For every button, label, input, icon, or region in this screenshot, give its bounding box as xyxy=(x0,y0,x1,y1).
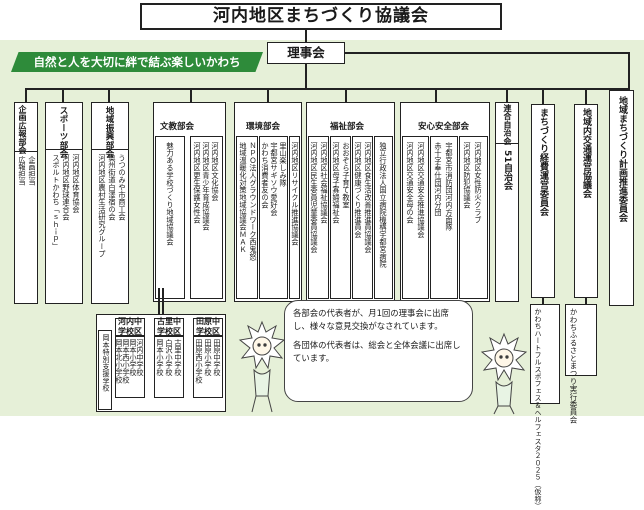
mascot-left-icon xyxy=(238,320,286,413)
member-text: 河内地区野球連合会 xyxy=(62,154,71,221)
member-text: 河内地区社会福祉協議会 xyxy=(320,142,329,224)
school-text: 田原西小学校 xyxy=(195,339,204,384)
connector-right-drop xyxy=(628,52,630,90)
member-text: 企画担当 xyxy=(28,156,37,186)
member-text: おおぞら子育て教室 xyxy=(342,142,351,209)
school-text: 岡本北小学校 xyxy=(115,339,124,384)
member-text: 広報担当 xyxy=(18,156,27,186)
member-text: 51自治会 xyxy=(502,150,512,191)
school-header: 田原中学校区 xyxy=(193,317,223,336)
member-text: 河内地区防犯協議会 xyxy=(463,142,472,209)
committee-sub: かわちハートフルスポフェス＆ヘルフェスタ２０２５（仮称） xyxy=(533,308,542,510)
page-title: 河内地区まちづくり協議会 xyxy=(140,3,502,30)
member-text: 河内地区体育協会 xyxy=(72,154,81,214)
member-text: 河内地区農村生活研究グループ xyxy=(98,154,107,258)
connector-board-main xyxy=(305,64,307,88)
connector-title-board xyxy=(305,29,307,42)
special-school-box xyxy=(98,330,112,410)
member-text: 独立行政法人国立病院機構宇都宮病院 xyxy=(379,142,388,268)
member-text: 河内地区母子寡婦福祉会 xyxy=(332,142,341,224)
column-header-text: スポーツ部会 xyxy=(58,106,68,159)
committee-header: まちづくり経費運営委員会 xyxy=(538,108,548,216)
group-header: 福祉部会 xyxy=(330,122,365,132)
group-header: 文教部会 xyxy=(160,122,195,132)
member-text: 里山楽しみ隊 xyxy=(279,142,288,187)
committee-header: 地域まちづくり計画推進委員会 xyxy=(617,96,627,222)
column-header-text: 地域振興部会 xyxy=(104,106,114,159)
school-text: 白沢小学校 xyxy=(165,339,174,376)
member-text: かわち消費者友の会 xyxy=(261,142,270,209)
member-text: 奥州街道白澤宿の会 xyxy=(108,154,117,221)
member-text: 河内地区リサイクル推進協議会 xyxy=(291,142,300,246)
slogan-ribbon: 自然と人を大切に絆で結ぶ楽しいかわち xyxy=(11,52,263,72)
member-text: 宇都宮市消防団河内方面隊 xyxy=(445,142,454,231)
school-header: 河内中学校区 xyxy=(115,317,145,336)
school-text: 岡本西小学校 xyxy=(122,339,131,384)
school-text: 古里中学校 xyxy=(174,339,183,376)
member-text: 河内地区青少年育成協議会 xyxy=(202,142,211,231)
school-text: 河内中学校 xyxy=(136,339,145,376)
committee-sub: かわちふるさとまつり実行委員会 xyxy=(569,308,578,424)
school-text: 岡本小学校 xyxy=(156,339,165,376)
school-text: 田原小学校 xyxy=(204,339,213,376)
group-header: 環境部会 xyxy=(246,122,281,132)
committee-header: 地域内交通運営協議会 xyxy=(581,108,591,198)
school-header: 古里中学校区 xyxy=(154,317,184,336)
mascot-right-icon xyxy=(480,332,528,415)
special-school-text: 岡本特別支援学校 xyxy=(102,334,110,392)
column-header-text: 連合自治会 xyxy=(503,104,512,145)
member-text: 河内地区更生保護女性会 xyxy=(193,142,202,224)
info-bubble: 各部会の代表者が、月1回の理事会に出席し、様々な意見交換がなされています。 各団… xyxy=(284,300,473,402)
member-text: 魅力ある学校づくり地域協議会 xyxy=(166,142,175,246)
member-text: うつのみや市商工会 xyxy=(118,154,127,221)
member-text: 河内地区交通安全母の会 xyxy=(406,142,415,224)
member-text: 赤十字奉仕団河内分団 xyxy=(434,142,443,216)
member-text: 地域温暖化対策地域協議会ＭＡＫ xyxy=(239,142,248,253)
bubble-text-1: 各部会の代表者が、月1回の理事会に出席し、様々な意見交換がなされています。 xyxy=(293,308,449,331)
board-box: 理事会 xyxy=(267,42,345,64)
column-header-text: 企画広報部会 xyxy=(18,105,27,155)
member-text: 宇都宮サギソウ愛好会 xyxy=(270,142,279,216)
member-text: スポルトかわち「ｓｈｉｐ」 xyxy=(52,154,61,251)
member-text: 河内地区交通安全推進協議会 xyxy=(417,142,426,239)
member-text: 河内地区文化協会 xyxy=(211,142,220,202)
member-text: ＮＰＯ法人グラウンドワーク西鬼怒 xyxy=(249,142,258,261)
school-text: 岡本小学校 xyxy=(129,339,138,376)
group-header: 安心安全部会 xyxy=(418,122,470,132)
column-header xyxy=(14,102,38,152)
member-text: 河内地区健康づくり推進員会 xyxy=(354,142,363,239)
connector-right-bar xyxy=(345,52,630,54)
school-text: 田原中学校 xyxy=(213,339,222,376)
member-text: 河内地区女性防火クラブ xyxy=(474,142,483,224)
connector-horizontal-bar xyxy=(25,88,630,90)
member-text: 河内地区民生委員児童委員協議会 xyxy=(310,142,319,253)
member-text: 河内地区食生活改善推進員協議会 xyxy=(364,142,373,253)
bubble-text-2: 各団体の代表者は、総会と全体会議に出席しています。 xyxy=(293,340,461,363)
